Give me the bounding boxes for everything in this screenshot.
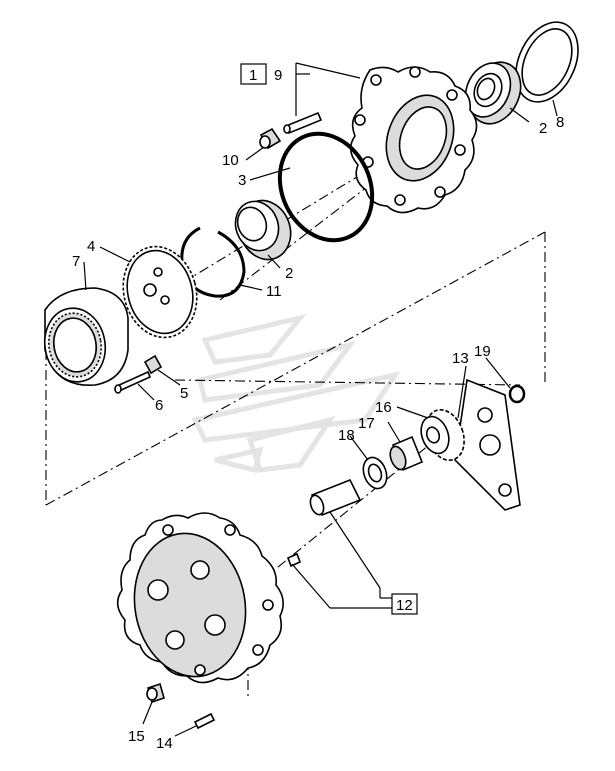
callout-10: 10 bbox=[222, 152, 239, 169]
bolt-part-6 bbox=[114, 370, 152, 394]
callout-14: 14 bbox=[156, 735, 173, 752]
callout-7: 7 bbox=[72, 253, 80, 270]
leader-lines bbox=[83, 62, 558, 737]
shaft-part-12 bbox=[309, 478, 362, 517]
bushing-part-10 bbox=[259, 127, 282, 150]
bushing-part-5 bbox=[143, 354, 163, 375]
bearing-part-2-upper bbox=[464, 61, 522, 125]
nut-part-15 bbox=[146, 682, 165, 704]
lower-hub-housing bbox=[116, 512, 284, 684]
plate-part-13 bbox=[454, 378, 521, 511]
callout-1-box bbox=[240, 63, 267, 85]
callout-16: 16 bbox=[375, 399, 392, 416]
callout-15: 15 bbox=[128, 728, 145, 745]
callout-3: 3 bbox=[238, 172, 246, 189]
hub-housing-part-1 bbox=[349, 66, 478, 214]
callout-17: 17 bbox=[358, 415, 375, 432]
callout-5: 5 bbox=[180, 385, 188, 402]
screw-part-14 bbox=[193, 712, 216, 730]
callout-9: 9 bbox=[274, 67, 282, 84]
gear-carrier-part-4 bbox=[122, 245, 198, 339]
bearing-part-2-lower bbox=[234, 199, 292, 261]
o-ring-part-3 bbox=[277, 131, 375, 243]
callout-8: 8 bbox=[556, 114, 564, 131]
watermark-logo bbox=[191, 313, 401, 474]
callout-19: 19 bbox=[474, 343, 491, 360]
callout-labels: 1 9 10 3 2 8 2 11 4 7 5 6 13 19 16 17 18… bbox=[72, 63, 564, 752]
clip-part-19 bbox=[508, 384, 526, 404]
pin-part-9 bbox=[283, 111, 323, 135]
callout-2-lower: 2 bbox=[285, 265, 293, 282]
callout-18: 18 bbox=[338, 427, 355, 444]
snap-ring-part-11 bbox=[180, 226, 246, 298]
screw-lower-housing bbox=[286, 552, 302, 568]
gear-part-16 bbox=[420, 409, 465, 461]
callout-6: 6 bbox=[155, 397, 163, 414]
callout-11: 11 bbox=[266, 283, 282, 300]
callout-2-upper: 2 bbox=[539, 120, 547, 137]
callout-12: 12 bbox=[396, 597, 413, 614]
callout-13: 13 bbox=[452, 350, 469, 367]
seal-ring-part-8 bbox=[515, 21, 579, 103]
callout-1: 1 bbox=[249, 67, 257, 84]
ring-gear-part-7 bbox=[43, 287, 129, 386]
callout-4: 4 bbox=[87, 238, 95, 255]
needle-bearing-part-17 bbox=[389, 435, 424, 472]
washer-part-18 bbox=[362, 456, 388, 490]
callout-12-box bbox=[391, 593, 418, 615]
